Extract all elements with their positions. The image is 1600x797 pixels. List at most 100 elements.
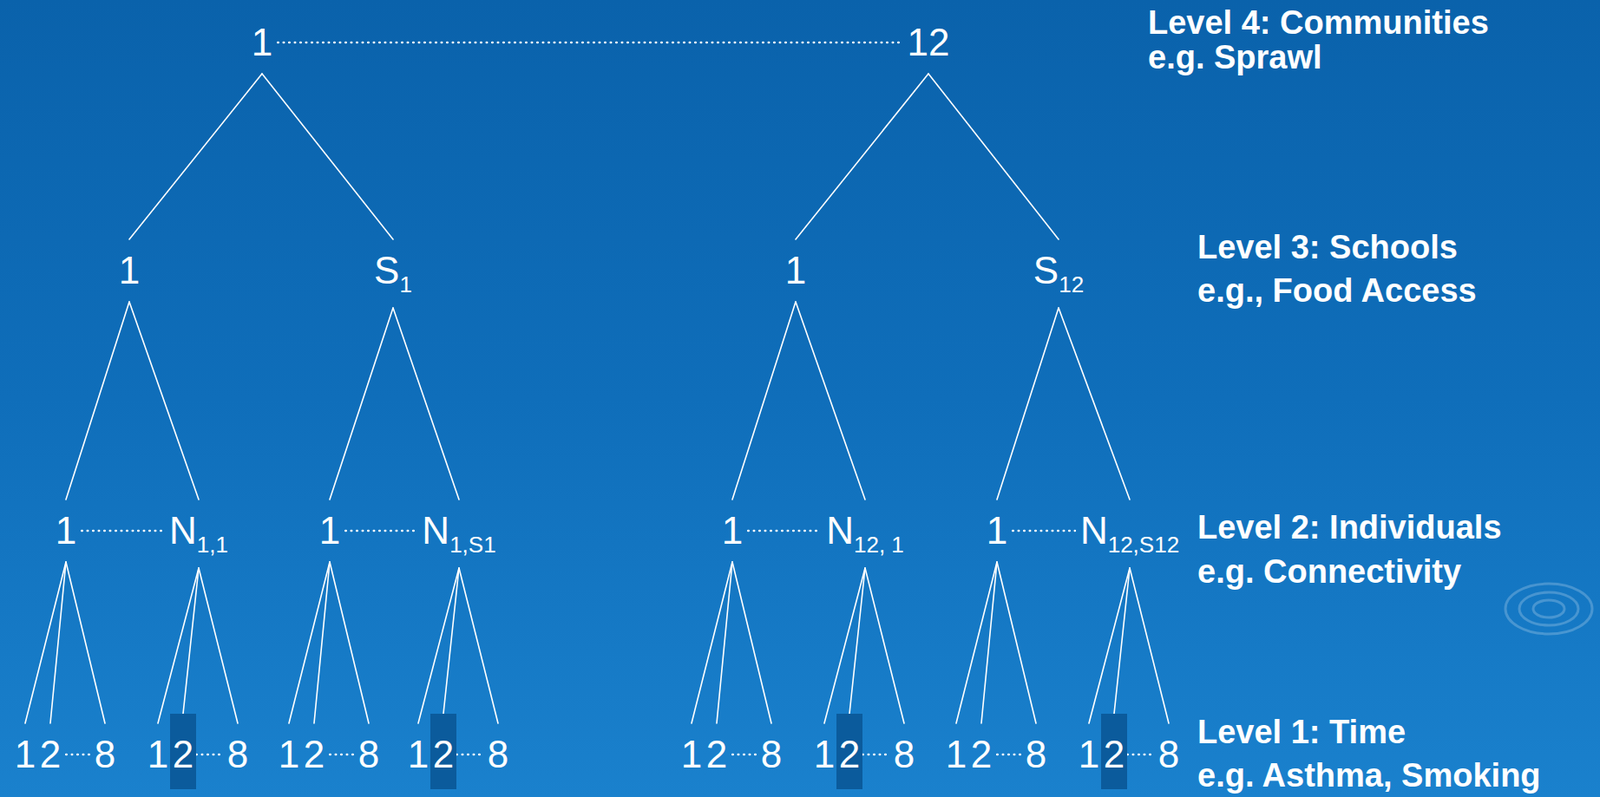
node-number: 8 (358, 733, 380, 776)
tree-branch (928, 73, 1059, 240)
tree-branch (716, 562, 733, 724)
tree-branch (314, 562, 330, 724)
node-number: N (826, 509, 854, 552)
node-number: 1 (319, 509, 341, 552)
tree-node: 1 (675, 723, 708, 787)
level-label: e.g. Sprawl (1147, 39, 1323, 75)
tree-branch (1114, 568, 1130, 715)
tree-branch (1129, 568, 1169, 724)
node-number: 1 (278, 733, 300, 776)
node-number: 1 (407, 733, 429, 776)
tree-node: 1 (1073, 723, 1105, 787)
tree-branch (996, 562, 1037, 724)
tree-branch (65, 301, 130, 500)
dotted-link (196, 754, 223, 757)
tree-node: 2 (836, 714, 863, 790)
tree-branch (183, 568, 199, 715)
tree-branch (198, 568, 238, 724)
tree-node: 2 (34, 723, 66, 787)
node-number: S (1033, 249, 1059, 292)
tree-node: 8 (1153, 723, 1185, 787)
node-number: 2 (303, 733, 325, 776)
tree-branch (865, 568, 905, 724)
tree-node: N12, 1 (820, 499, 910, 569)
tree-node: 2 (430, 714, 457, 790)
node-number: 1 (55, 509, 77, 552)
node-number: 1 (986, 509, 1008, 552)
node-number: 1 (251, 20, 273, 64)
dotted-link (81, 530, 164, 533)
node-number: 1 (1078, 733, 1100, 776)
tree-node: 8 (222, 723, 254, 787)
node-subscript: 1,1 (196, 531, 229, 558)
level-label: Level 3: Schools (1197, 229, 1458, 265)
tree-branch (795, 301, 866, 500)
tree-branch (824, 568, 866, 724)
tree-branch (262, 73, 394, 240)
level-label: e.g. Connectivity (1197, 554, 1462, 590)
node-number: N (421, 509, 450, 552)
tree-node: 12 (902, 11, 956, 74)
node-subscript: 1 (399, 271, 412, 298)
tree-node: S1 (368, 239, 418, 309)
node-number: 2 (970, 733, 992, 776)
node-number: 8 (1025, 733, 1047, 776)
dotted-link (1127, 754, 1154, 757)
tree-branch (732, 562, 772, 724)
tree-branch (732, 301, 796, 500)
node-number: 2 (432, 733, 454, 776)
tree-node: 2 (965, 723, 997, 787)
tree-node: 8 (755, 723, 787, 787)
tree-node: 1 (716, 499, 748, 563)
dotted-link (747, 530, 821, 533)
level-label: e.g. Asthma, Smoking (1197, 758, 1541, 794)
tree-node: 1 (808, 723, 840, 787)
node-number: 8 (227, 733, 249, 776)
tree-branch (418, 568, 460, 724)
tree-node: 1 (273, 723, 305, 787)
tree-node: 1 (113, 239, 145, 302)
tree-node: N12,S12 (1075, 499, 1185, 569)
tree-node: 1 (9, 723, 41, 787)
tree-branch (157, 568, 199, 724)
tree-branch (329, 308, 394, 500)
tree-branch (288, 562, 330, 724)
node-number: 2 (39, 733, 61, 776)
tree-branch (329, 562, 369, 724)
tree-node: 2 (170, 714, 197, 790)
node-number: 1 (118, 249, 140, 292)
tree-node: 1 (314, 499, 346, 563)
node-number: 12 (907, 20, 951, 64)
node-number: 2 (1103, 733, 1125, 776)
node-number: S (373, 249, 400, 292)
tree-node: 8 (482, 723, 514, 787)
tree-branch (129, 301, 199, 500)
dotted-link (1012, 530, 1076, 533)
tree-branch (25, 562, 66, 724)
node-subscript: 12, 1 (853, 531, 905, 558)
tree-branch (981, 562, 997, 724)
tree-branch (1088, 568, 1130, 724)
tree-node: 1 (402, 723, 434, 787)
dotted-link (996, 754, 1021, 757)
tree-branch (849, 568, 866, 715)
tree-branch (50, 562, 66, 724)
dotted-link (329, 754, 354, 757)
tree-node: 8 (89, 723, 121, 787)
tree-node: 1 (981, 499, 1013, 563)
ripple-ring (1533, 600, 1565, 618)
node-number: 8 (94, 733, 116, 776)
node-number: 1 (785, 249, 807, 292)
tree-node: N1,1 (163, 499, 234, 569)
tree-node: N1,S1 (416, 499, 501, 569)
tree-node: 1 (246, 11, 278, 74)
node-number: 2 (172, 733, 194, 776)
tree-node: 1 (50, 499, 82, 563)
level-label: e.g., Food Access (1197, 273, 1477, 309)
level-label: Level 4: Communities (1147, 5, 1489, 40)
node-number: N (1080, 509, 1109, 552)
tree-branch (129, 73, 263, 240)
dotted-link (277, 41, 902, 45)
